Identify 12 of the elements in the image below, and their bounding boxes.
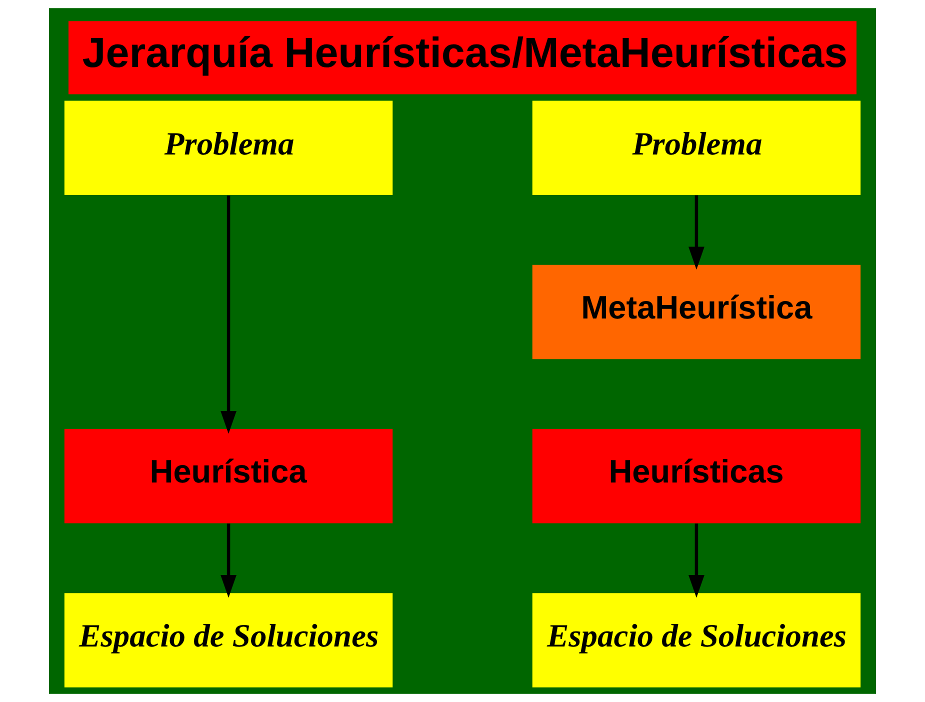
node-box: Problema [532, 100, 861, 196]
node-box: Espacio de Soluciones [532, 593, 861, 688]
node-box: Espacio de Soluciones [64, 593, 393, 688]
arrow [220, 196, 237, 434]
node-box: Heurísticas [532, 429, 861, 524]
node-box: Heurística [64, 429, 393, 524]
node-box: Problema [64, 100, 393, 196]
arrow [688, 195, 704, 270]
arrow [220, 524, 237, 598]
arrow [688, 524, 704, 598]
diagram-title: Jerarquía Heurísticas/MetaHeurísticas [82, 29, 848, 76]
node-box: MetaHeurística [532, 264, 861, 360]
